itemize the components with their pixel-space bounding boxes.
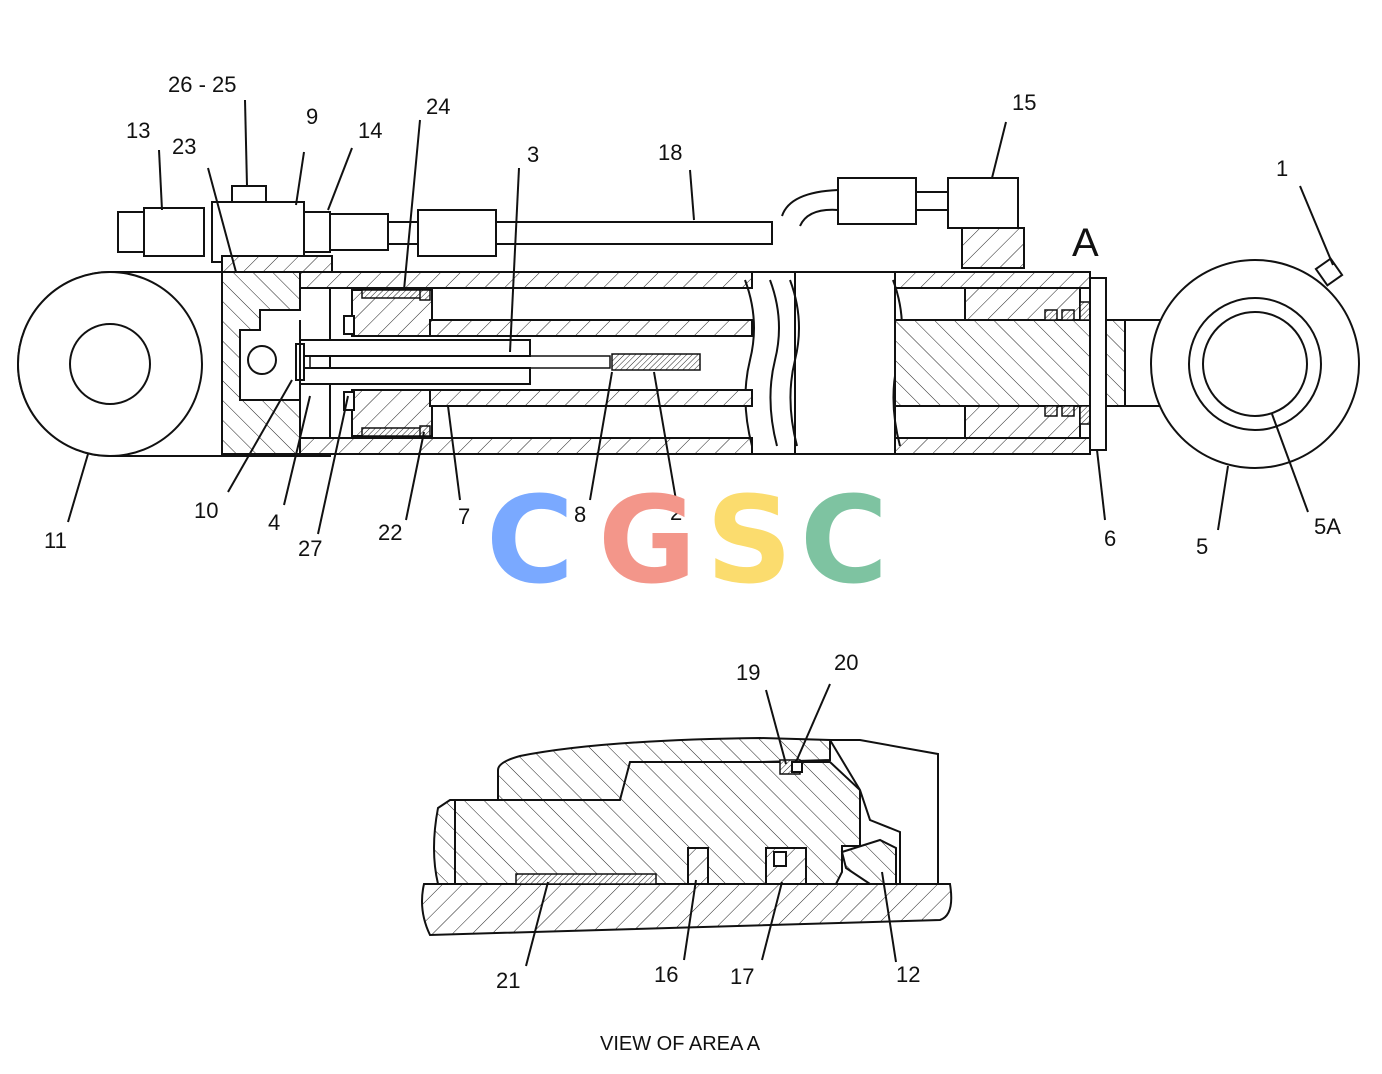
label-9: 9 xyxy=(306,104,318,129)
label-7: 7 xyxy=(458,504,470,529)
grease-fitting xyxy=(1314,257,1344,287)
detail-caption: VIEW OF AREA A xyxy=(600,1033,761,1055)
watermark: C G S C xyxy=(486,472,888,611)
label-19: 19 xyxy=(736,660,760,685)
wear-ring-21 xyxy=(515,873,657,885)
fitting-13 xyxy=(143,207,205,257)
sensor-probe xyxy=(309,355,611,369)
check-ball xyxy=(247,345,277,375)
label-4: 4 xyxy=(268,510,280,535)
label-6: 6 xyxy=(1104,526,1116,551)
seal-27-upper xyxy=(343,315,355,335)
wear-ring-lower xyxy=(361,427,423,437)
label-3: 3 xyxy=(527,142,539,167)
label-21: 21 xyxy=(496,968,520,993)
wear-ring-upper xyxy=(361,289,423,299)
watermark-letter-2: G xyxy=(598,472,697,611)
fitting-14b xyxy=(329,213,389,251)
tube-18 xyxy=(495,221,773,245)
label-2: 2 xyxy=(670,500,682,525)
inner-tube-upper xyxy=(299,339,531,357)
label-11: 11 xyxy=(44,528,67,553)
port-boss xyxy=(961,227,1025,269)
rod-upper-wall xyxy=(429,319,753,337)
label-13: 13 xyxy=(126,118,150,143)
hose-coupling xyxy=(417,209,497,257)
label-12: 12 xyxy=(896,962,920,987)
watermark-letter-4: C xyxy=(800,472,888,611)
label-17: 17 xyxy=(730,964,754,989)
seal-16 xyxy=(687,847,709,885)
label-16: 16 xyxy=(654,962,678,987)
seal-27-lower xyxy=(343,391,355,411)
hose-coupling-2 xyxy=(837,177,917,225)
magnet-2 xyxy=(611,353,701,371)
label-27: 27 xyxy=(298,536,322,561)
label-22: 22 xyxy=(378,520,402,545)
inner-tube-lower xyxy=(299,367,531,385)
head-end-cap xyxy=(221,271,301,455)
label-24: 24 xyxy=(426,94,450,119)
seal-22-lower xyxy=(419,425,431,437)
label-14: 14 xyxy=(358,118,382,143)
seal-22-upper xyxy=(419,289,431,301)
fitting-14 xyxy=(303,211,331,253)
elbow-15 xyxy=(947,177,1019,229)
detail-view-area-a: 19 20 21 16 17 12 VIEW OF AREA A xyxy=(421,650,953,1055)
plug-26-25 xyxy=(231,185,267,203)
leader-lines xyxy=(67,99,1334,535)
label-5: 5 xyxy=(1196,534,1208,559)
label-8: 8 xyxy=(574,502,586,527)
backup-ring-20 xyxy=(791,761,803,773)
label-26-25: 26 - 25 xyxy=(168,72,237,97)
cylinder-tube xyxy=(221,271,1091,455)
fitting-13a xyxy=(117,211,145,253)
cylinder-assembly xyxy=(17,177,1360,469)
watermark-letter-1: C xyxy=(486,472,574,611)
watermark-letter-3: S xyxy=(706,472,792,611)
hydraulic-lines xyxy=(117,177,1025,273)
part-labels: 1 2 3 4 5 5A 6 7 8 9 10 11 13 14 15 18 2… xyxy=(44,72,1341,561)
label-18: 18 xyxy=(658,140,682,165)
label-5a: 5A xyxy=(1314,514,1341,539)
rod-end-eye xyxy=(1150,257,1360,469)
area-marker: A xyxy=(1072,221,1099,265)
label-15: 15 xyxy=(1012,90,1036,115)
rod-gland xyxy=(964,277,1107,451)
label-10: 10 xyxy=(194,498,218,523)
label-20: 20 xyxy=(834,650,858,675)
label-23: 23 xyxy=(172,134,196,159)
label-1: 1 xyxy=(1276,156,1288,181)
rod-lower-wall xyxy=(429,389,753,407)
